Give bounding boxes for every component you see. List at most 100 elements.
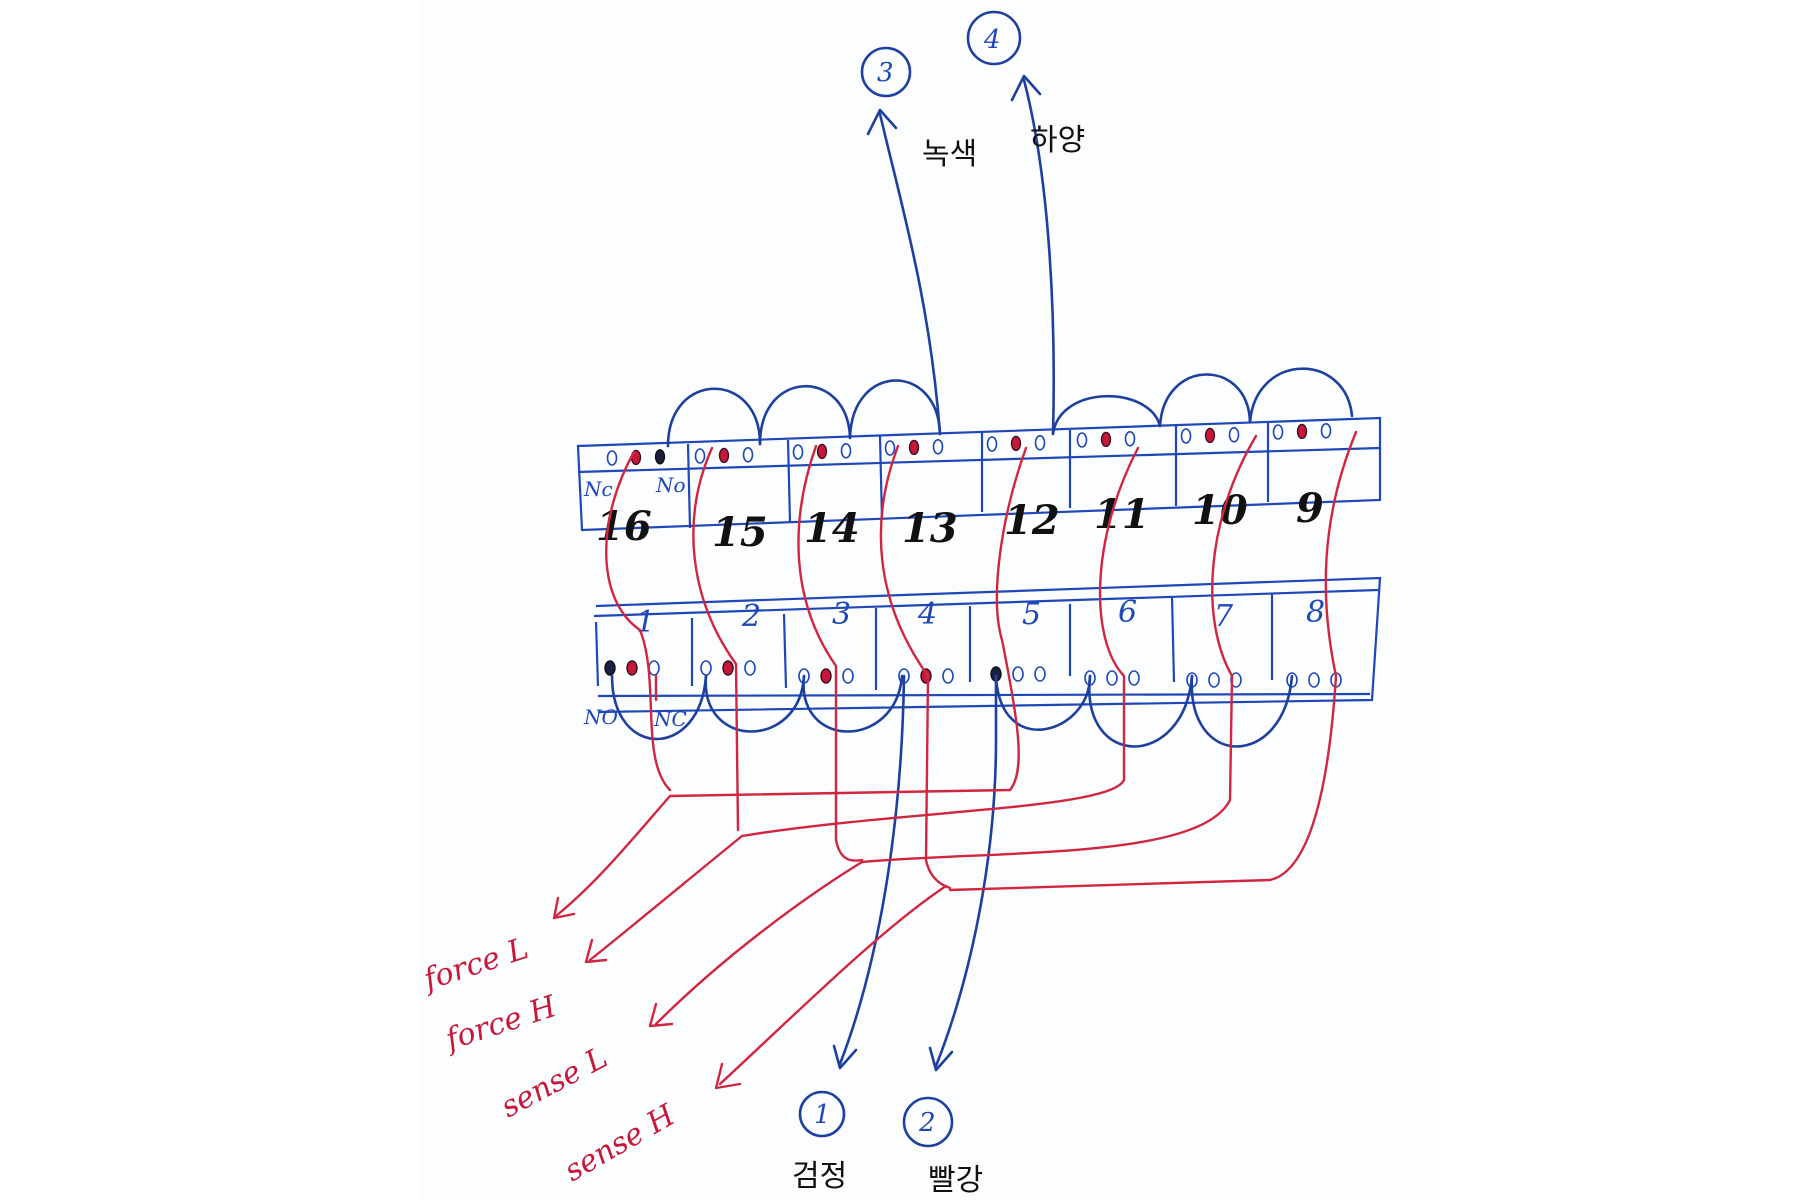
bottom-strip-dividers: [594, 594, 1274, 690]
terminal-screw: [1228, 426, 1240, 443]
terminal-screw: [1320, 422, 1332, 439]
terminal-screw: [648, 660, 660, 676]
terminal-screw: [744, 660, 756, 676]
jumper-loop: [610, 674, 708, 741]
output-marker-1: 1: [798, 1090, 846, 1138]
terminal-screw: [1204, 427, 1216, 444]
arrowhead-icon: [714, 1062, 742, 1090]
arrowhead-icon: [866, 108, 898, 136]
bottom-terminal-strip: 1 2 3 4 5 6 7 8 NO NC: [583, 576, 1382, 748]
terminal-screw: [1208, 672, 1220, 688]
output-label-2: 빨강: [928, 1163, 983, 1198]
bottom-terminal-number: 6: [1118, 595, 1137, 630]
arrowhead-icon: [832, 1044, 858, 1070]
output-id: 1: [814, 1100, 831, 1130]
top-strip-dividers: [686, 422, 1270, 529]
circle-marker: [860, 46, 912, 98]
top-no-label: No: [655, 473, 686, 497]
top-terminal-number: 13: [902, 505, 958, 552]
wire-11-bus: [740, 446, 1140, 838]
terminal-screw: [1124, 430, 1136, 447]
jumper-loop: [704, 674, 806, 733]
terminal-screw: [654, 449, 666, 465]
bottom-terminal-number: 7: [1214, 599, 1234, 634]
jumper-loop: [802, 674, 904, 733]
bottom-terminal-number: 4: [917, 597, 937, 632]
jumper-loop: [666, 387, 762, 448]
red-signal-wires: [552, 430, 1358, 1090]
terminal-screw: [718, 447, 730, 464]
top-terminal-number: 12: [1004, 497, 1060, 544]
terminal-screw: [1296, 423, 1308, 440]
top-terminal-number: 9: [1296, 485, 1324, 532]
wire-9-bus: [948, 430, 1358, 892]
top-terminal-number: 11: [1094, 491, 1150, 538]
circle-marker: [798, 1090, 846, 1138]
terminal-screw: [1034, 434, 1046, 451]
terminal-screw: [1034, 666, 1046, 682]
circle-marker: [966, 10, 1022, 66]
terminal-screw: [606, 450, 618, 466]
bottom-terminal-number: 8: [1306, 595, 1325, 630]
jumper-loop: [848, 379, 942, 440]
terminal-screw: [1012, 666, 1024, 682]
wire-13: [879, 444, 952, 890]
terminal-screw: [986, 436, 998, 452]
wire-16: [605, 450, 672, 792]
terminal-screw: [1128, 670, 1140, 686]
jumper-loop: [1051, 394, 1162, 436]
top-nc-label: Nc: [583, 477, 613, 501]
terminal-screw: [942, 668, 954, 684]
jumper-loop: [1190, 674, 1294, 748]
output-marker-3: 3: [860, 46, 912, 98]
bottom-jumper-loops: [610, 674, 1294, 748]
wire-14: [797, 444, 864, 862]
blue-output-leads: [832, 74, 1056, 1072]
wire-15: [692, 446, 740, 832]
terminal-screw: [820, 668, 832, 684]
top-jumper-loops: [666, 367, 1354, 448]
jumper-loop: [1158, 373, 1252, 428]
terminal-screw: [816, 443, 828, 460]
top-terminal-number: 16: [596, 503, 652, 550]
bottom-strip-outline: [595, 576, 1382, 714]
terminal-screw: [1076, 432, 1088, 448]
lead-to-3: [878, 112, 942, 436]
arrowhead-icon: [584, 938, 608, 964]
terminal-screw: [1106, 670, 1118, 686]
terminal-screw: [1100, 431, 1112, 448]
terminal-screw: [1272, 424, 1284, 440]
signal-label-force-h: force H: [440, 989, 562, 1058]
bottom-nc-label: NC: [653, 707, 687, 731]
terminal-screw: [1286, 672, 1298, 688]
output-label-3: 녹색: [922, 137, 977, 172]
terminal-screw: [1308, 672, 1320, 688]
arrowhead-icon: [928, 1046, 954, 1072]
top-terminal-strip: Nc No 16 15 14 13 12 11 10 9: [576, 367, 1382, 556]
terminal-screw: [792, 444, 804, 460]
top-strip-outline: [576, 416, 1382, 532]
bottom-strip-bottom-rail: [597, 692, 1371, 698]
terminal-screw: [694, 448, 706, 464]
signal-label-sense-l: sense L: [495, 1040, 613, 1125]
output-marker-2: 2: [902, 1096, 954, 1148]
wire-12-bus: [668, 446, 1028, 798]
output-label-1: 검정: [792, 1159, 847, 1194]
sense-l-lead: [654, 860, 864, 1026]
terminal-screw: [932, 438, 944, 455]
force-l-lead: [554, 794, 672, 918]
top-strip-rail: [577, 446, 1381, 474]
output-id: 4: [983, 25, 1001, 55]
terminal-screw: [840, 442, 852, 459]
output-id: 3: [877, 58, 894, 88]
signal-label-sense-h: sense H: [559, 1098, 682, 1189]
bottom-strip-top-rail: [593, 588, 1379, 618]
signal-labels: force L force H sense L sense H: [418, 931, 682, 1189]
bottom-no-label: NO: [583, 705, 618, 729]
terminal-screw: [604, 660, 616, 676]
arrowhead-icon: [1010, 74, 1042, 102]
terminal-screw: [842, 668, 854, 684]
terminal-screw: [884, 440, 896, 456]
terminal-screw: [700, 660, 712, 676]
